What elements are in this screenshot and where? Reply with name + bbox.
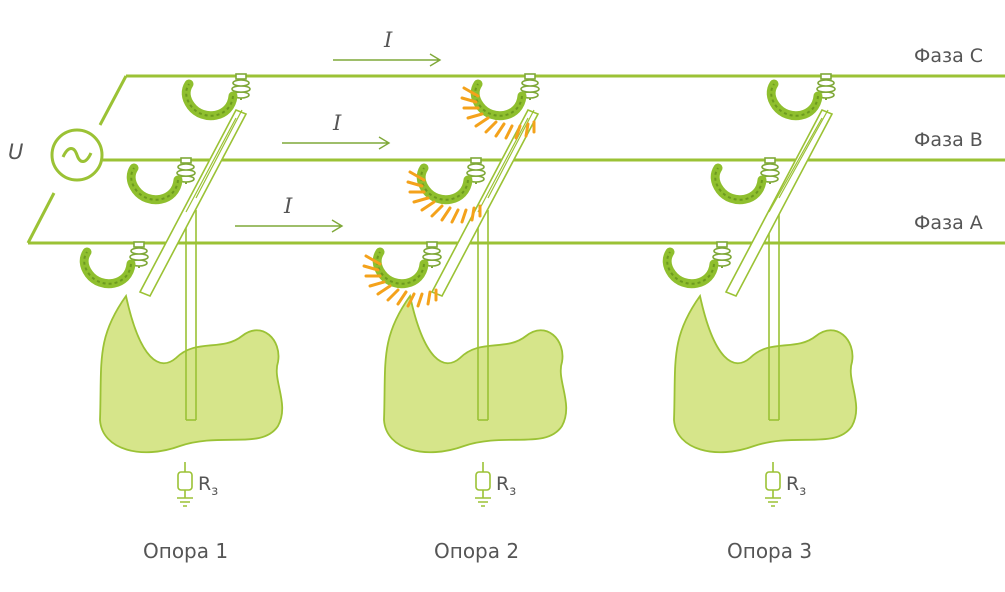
- source-label: U: [8, 140, 23, 164]
- voltage-source: U: [8, 128, 104, 182]
- phase-label-b: Фаза В: [914, 129, 983, 151]
- resistor-label-1: Rз: [198, 473, 218, 499]
- phase-conductors: [26, 74, 1005, 245]
- pole-label-1: Опора 1: [143, 539, 228, 563]
- current-label-b: I: [332, 111, 342, 135]
- resistor-label-3: Rз: [786, 473, 806, 499]
- current-label-c: I: [383, 28, 393, 52]
- phase-label-a: Фаза А: [914, 212, 983, 234]
- resistor-label-2: Rз: [496, 473, 516, 499]
- current-arrow-phase-b: I: [282, 111, 391, 150]
- poles: Rз Опора 1 Rз Опора 2: [84, 73, 858, 563]
- current-label-a: I: [283, 194, 293, 218]
- pole-label-2: Опора 2: [434, 539, 519, 563]
- current-arrow-phase-a: I: [235, 194, 344, 233]
- pole-2: Rз Опора 2: [362, 73, 568, 563]
- ground-zone: [99, 293, 284, 454]
- current-arrow-phase-c: I: [333, 28, 442, 67]
- ground-zone: [673, 293, 858, 454]
- pole-3: Rз Опора 3: [667, 73, 858, 563]
- ground-zone: [383, 293, 568, 454]
- pole-1: Rз Опора 1: [84, 73, 284, 563]
- phase-label-c: Фаза С: [914, 45, 983, 67]
- pole-label-3: Опора 3: [727, 539, 812, 563]
- current-arrows: I I I: [235, 28, 442, 233]
